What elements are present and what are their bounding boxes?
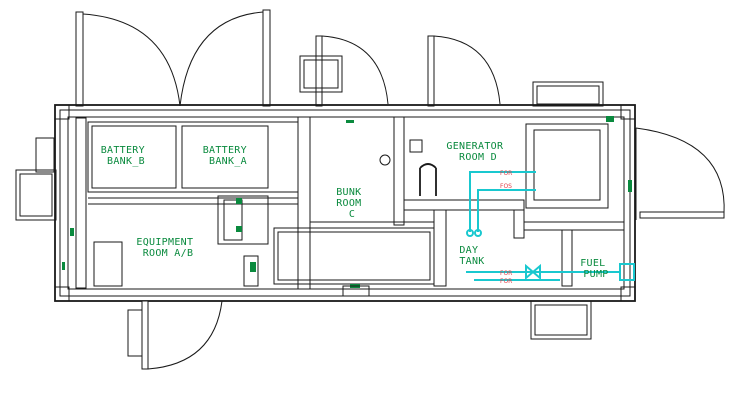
wall-unit	[299, 55, 343, 93]
generator-enclosure	[525, 123, 609, 209]
battery-bank-a-box	[181, 125, 269, 189]
door-leaf-right	[262, 9, 271, 107]
fixture-marker	[236, 198, 242, 204]
partition-wall	[393, 116, 405, 226]
door-swing-arc	[147, 300, 223, 370]
door-leaf	[315, 35, 323, 107]
partition-wall	[513, 209, 525, 239]
pipe-fitting	[466, 229, 474, 237]
bottom-features	[127, 285, 592, 370]
hvac-box	[35, 137, 55, 173]
fixture-marker	[62, 262, 65, 270]
partition-wall	[403, 199, 525, 211]
equipment-rack	[217, 195, 269, 245]
label-bunk-room: BUNK ROOM C	[336, 187, 368, 220]
corner-post	[620, 104, 636, 120]
inner-lining	[67, 116, 625, 290]
label-battery-bank-b: BATTERY BANK_B	[101, 145, 152, 167]
wall-unit-inner	[303, 59, 339, 89]
partition-wall	[297, 116, 311, 290]
door-swing-arc	[179, 11, 264, 107]
door-swing-arc	[635, 127, 725, 215]
corner-post	[620, 286, 636, 302]
exterior-tank-inner	[534, 304, 588, 336]
exhaust-housing	[532, 81, 604, 107]
utility-box	[342, 285, 370, 297]
right-door	[635, 127, 725, 220]
heater-coil	[419, 163, 437, 196]
pipe-tag: FOS	[500, 183, 512, 190]
gauge	[379, 154, 391, 166]
pipe-fitting	[474, 229, 482, 237]
exterior-tank	[530, 300, 592, 340]
door-leaf	[639, 211, 725, 219]
fuel-pipe	[469, 171, 536, 232]
fuel-piping: FOR FOS FOR FOR	[466, 170, 635, 285]
label-battery-bank-a: BATTERY BANK_A	[203, 145, 254, 167]
bunk-bed-mattress	[277, 231, 431, 281]
corner-post	[54, 104, 70, 120]
partition-wall	[561, 229, 573, 287]
door-swing-arc	[321, 35, 389, 105]
generator-body	[533, 129, 601, 201]
pump-connector	[619, 263, 635, 281]
pipe-tag: FOR	[500, 278, 512, 285]
label-generator-room: GENERATOR ROOM D	[446, 141, 509, 163]
pipe-tag: FOR	[500, 170, 512, 177]
battery-bank-b-box	[91, 125, 177, 189]
label-fuel-pump: FUEL PUMP	[580, 258, 612, 280]
door-leaf	[427, 35, 435, 107]
room-labels: BATTERY BANK_B BATTERY BANK_A EQUIPMENT …	[101, 141, 612, 280]
outer-wall	[54, 104, 636, 302]
label-day-tank: DAY TANK	[459, 245, 484, 267]
fixture-marker	[70, 228, 74, 236]
pipe-tag: FOR	[500, 270, 512, 277]
rack-frame	[223, 199, 243, 241]
fixture-marker	[250, 262, 256, 272]
top-doors	[75, 9, 604, 107]
label-equipment-room: EQUIPMENT ROOM A/B	[136, 237, 199, 259]
panel	[243, 255, 259, 287]
fixture-marker	[236, 226, 242, 232]
door-swing-arc	[433, 35, 501, 105]
pipe-valve	[525, 263, 541, 281]
door-swing-arc	[82, 13, 181, 107]
partition-wall	[523, 221, 625, 231]
left-exterior-unit	[15, 137, 57, 221]
fixture-marker	[606, 116, 614, 122]
fixture-marker	[346, 120, 354, 123]
door-leaf-left	[75, 11, 84, 107]
partition-wall	[75, 117, 87, 289]
valve	[409, 139, 423, 153]
hvac-unit	[15, 169, 57, 221]
step	[127, 309, 143, 357]
fuel-pipe	[477, 189, 536, 232]
exhaust-housing-inner	[536, 85, 600, 105]
hvac-unit-inner	[19, 173, 53, 217]
partitions	[75, 116, 625, 290]
fixture-marker	[628, 180, 632, 192]
door-leaf	[141, 300, 149, 370]
corner-post	[54, 286, 70, 302]
equipment-cabinet	[93, 241, 123, 287]
partition-wall	[433, 209, 447, 287]
